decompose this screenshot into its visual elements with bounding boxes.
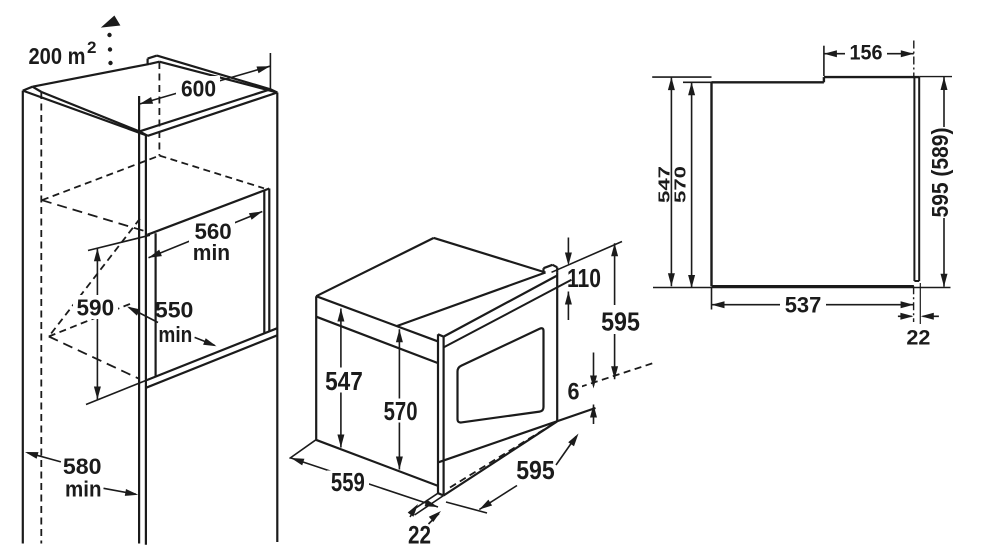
svg-text:595: 595 bbox=[601, 307, 640, 337]
svg-text:156: 156 bbox=[850, 41, 883, 65]
svg-text:595 (589): 595 (589) bbox=[927, 128, 953, 218]
svg-text:547: 547 bbox=[656, 166, 673, 203]
svg-text:22: 22 bbox=[408, 522, 431, 550]
svg-text:560: 560 bbox=[195, 219, 232, 244]
svg-text:590: 590 bbox=[77, 295, 115, 321]
svg-text:580: 580 bbox=[63, 454, 102, 479]
svg-text:min: min bbox=[158, 322, 192, 347]
svg-text:6: 6 bbox=[568, 379, 580, 406]
svg-text:min: min bbox=[65, 477, 102, 502]
svg-text:200 m: 200 m bbox=[29, 43, 86, 69]
svg-text:600: 600 bbox=[181, 76, 216, 102]
svg-text:547: 547 bbox=[325, 366, 363, 396]
svg-text:110: 110 bbox=[567, 263, 601, 293]
svg-text:550: 550 bbox=[155, 298, 194, 323]
svg-text:min: min bbox=[193, 240, 230, 265]
svg-text:570: 570 bbox=[384, 396, 418, 426]
svg-text:559: 559 bbox=[331, 467, 365, 497]
svg-text:595: 595 bbox=[516, 455, 555, 485]
svg-text:22: 22 bbox=[906, 327, 930, 350]
svg-text:537: 537 bbox=[785, 292, 822, 317]
svg-text:570: 570 bbox=[672, 166, 689, 203]
svg-text:2: 2 bbox=[87, 38, 96, 57]
